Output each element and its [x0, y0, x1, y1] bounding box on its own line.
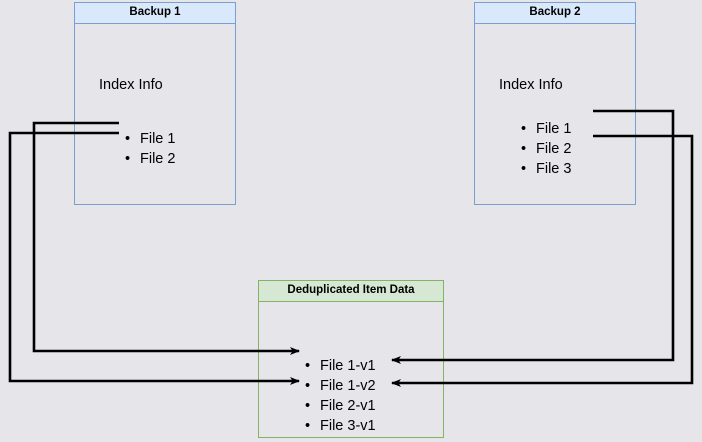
list-item: File 1: [519, 119, 571, 139]
list-item: File 1: [123, 129, 175, 149]
node-backup2-file-list: File 1 File 2 File 3: [519, 119, 571, 179]
list-item: File 2-v1: [303, 396, 376, 416]
node-backup1-subtitle: Index Info: [99, 77, 163, 93]
list-item: File 2: [519, 139, 571, 159]
node-dedup-body: File 1-v1 File 1-v2 File 2-v1 File 3-v1: [259, 302, 443, 436]
node-backup2-subtitle: Index Info: [499, 77, 563, 93]
node-deduplicated-item-data[interactable]: Deduplicated Item Data File 1-v1 File 1-…: [258, 280, 444, 438]
node-backup1[interactable]: Backup 1 Index Info File 1 File 2: [74, 2, 236, 205]
node-backup1-body: Index Info File 1 File 2: [75, 24, 235, 202]
list-item: File 2: [123, 149, 175, 169]
list-item: File 3: [519, 159, 571, 179]
node-dedup-title: Deduplicated Item Data: [259, 281, 443, 302]
node-backup2-title: Backup 2: [475, 3, 635, 24]
list-item: File 1-v1: [303, 356, 376, 376]
node-dedup-file-list: File 1-v1 File 1-v2 File 2-v1 File 3-v1: [303, 356, 376, 436]
node-backup1-file-list: File 1 File 2: [123, 129, 175, 169]
node-backup1-title: Backup 1: [75, 3, 235, 24]
node-backup2-body: Index Info File 1 File 2 File 3: [475, 24, 635, 202]
node-backup2[interactable]: Backup 2 Index Info File 1 File 2 File 3: [474, 2, 636, 205]
list-item: File 3-v1: [303, 416, 376, 436]
list-item: File 1-v2: [303, 376, 376, 396]
